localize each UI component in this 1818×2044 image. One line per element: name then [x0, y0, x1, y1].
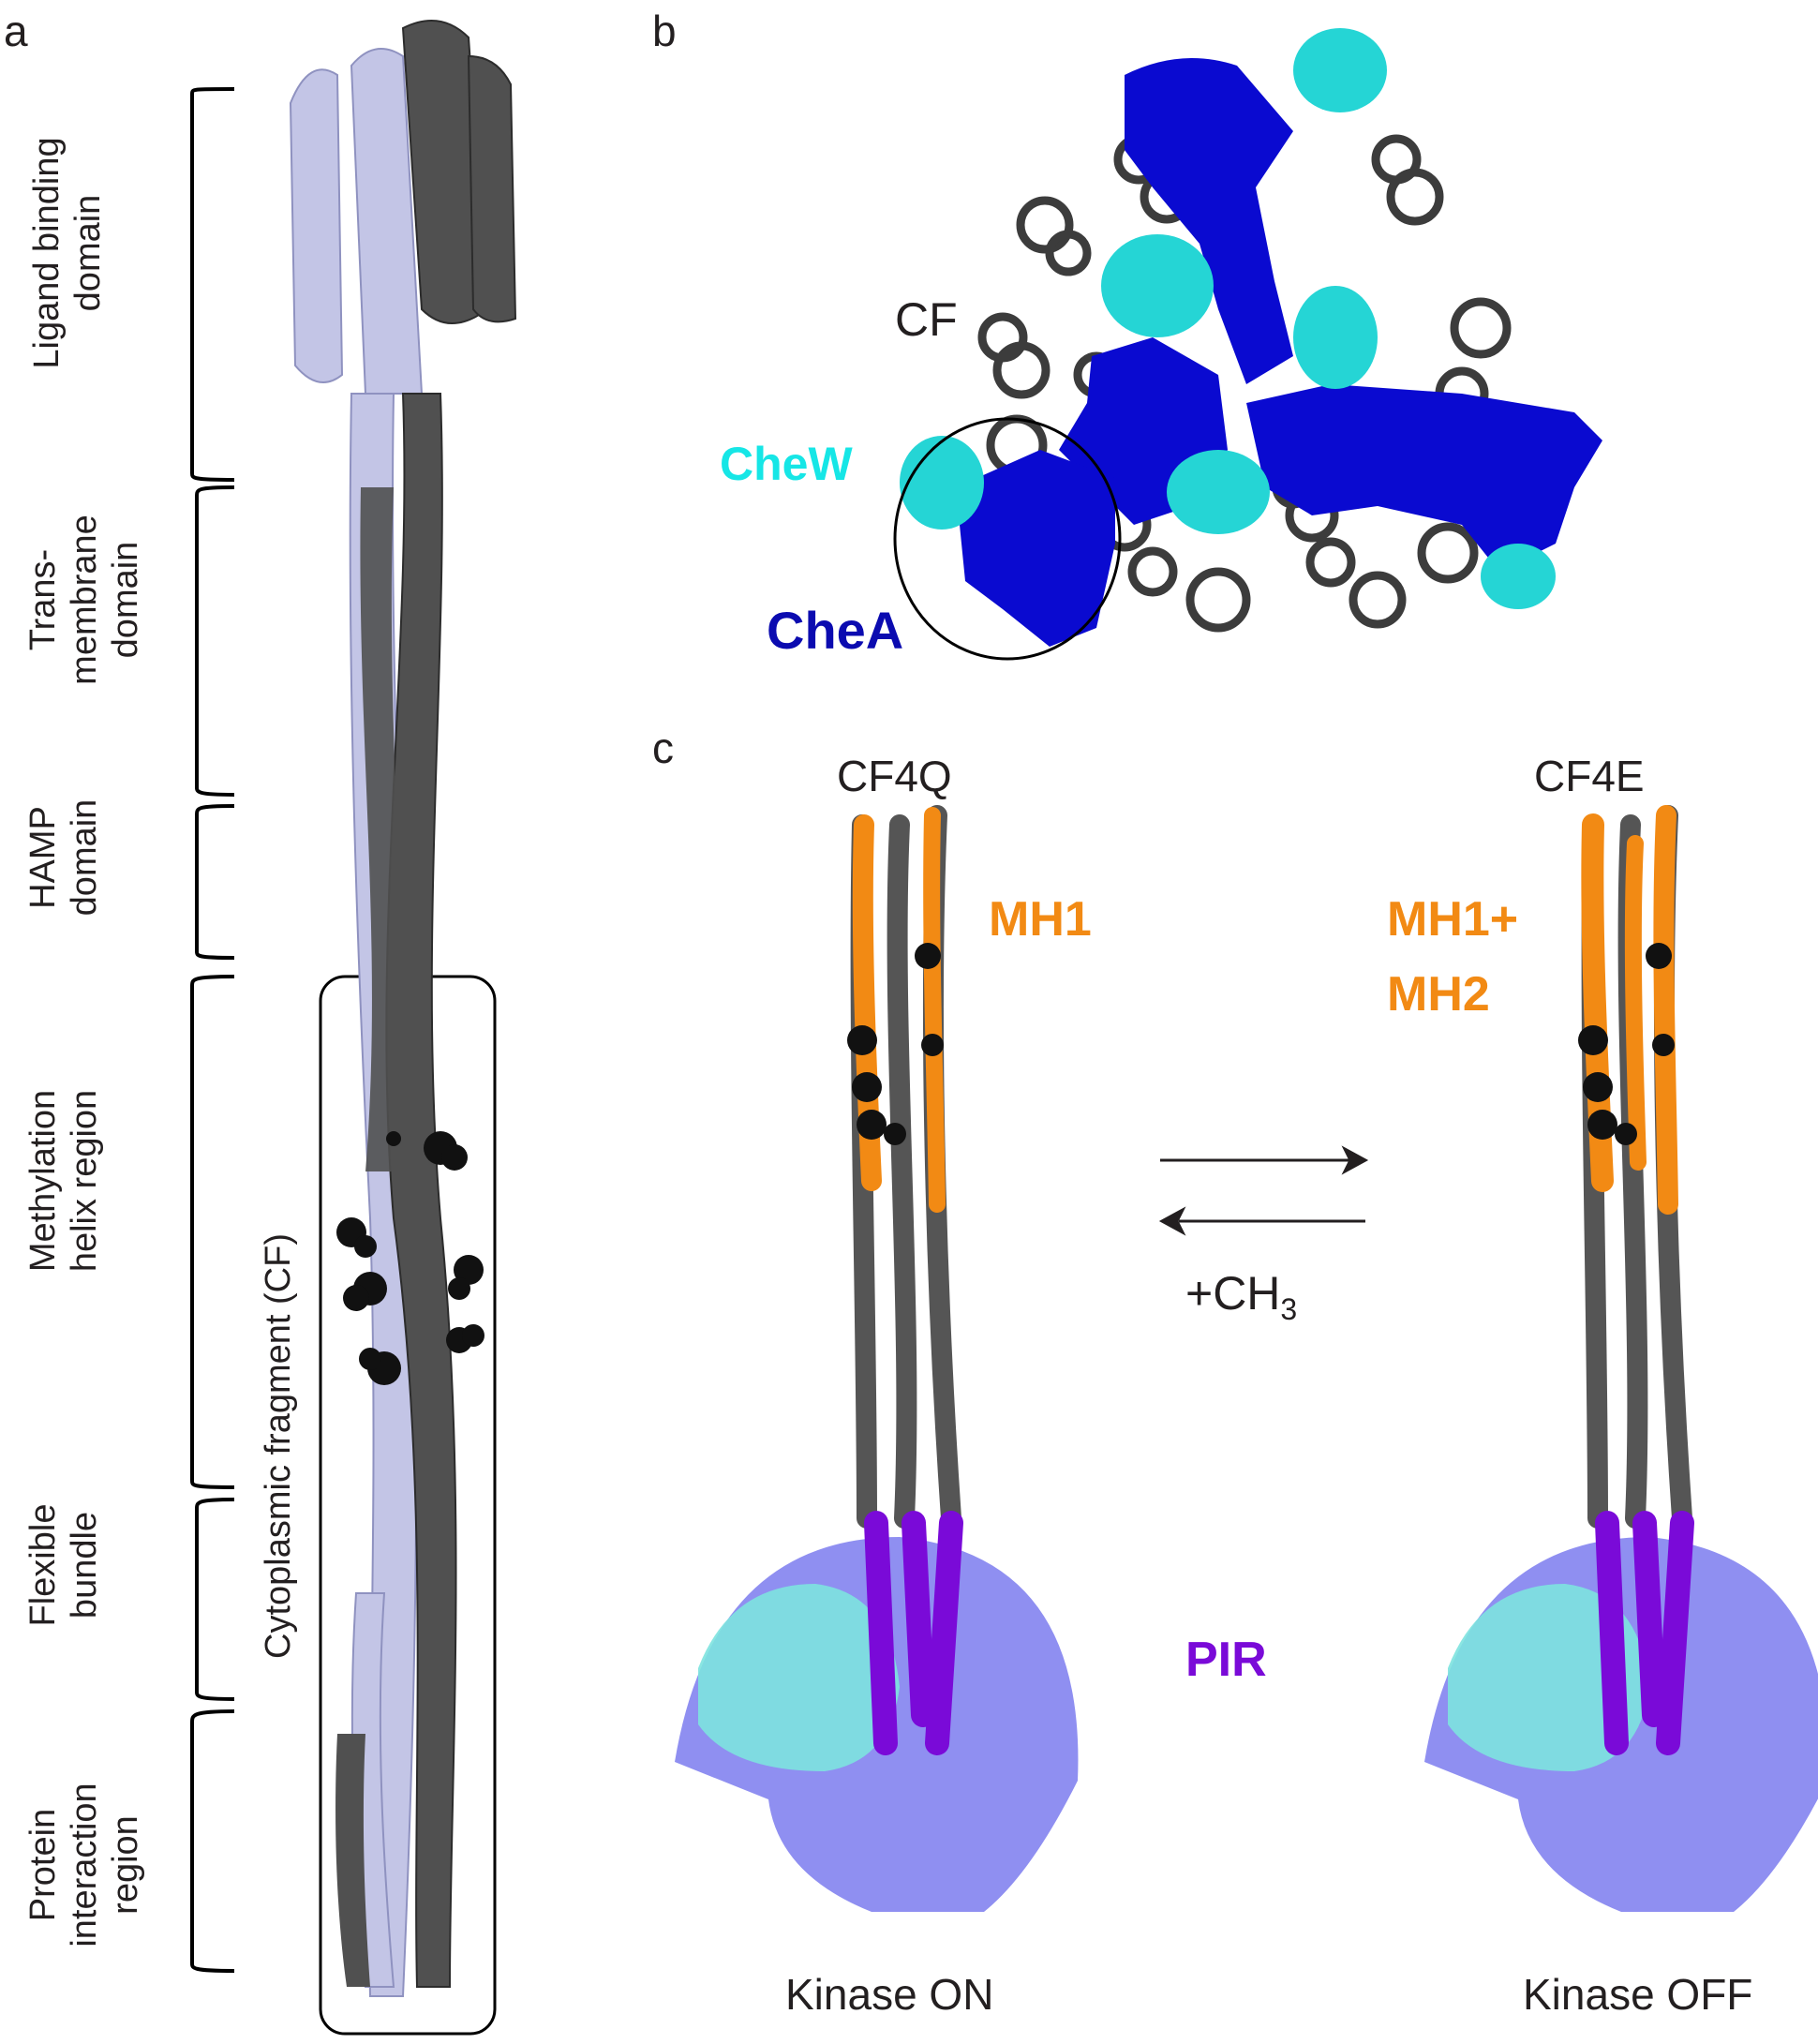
reverse-arrow-head [1158, 1206, 1186, 1236]
panel-a-letter: a [4, 7, 28, 55]
chew-label: CheW [720, 438, 853, 490]
chea-molecules [956, 58, 1602, 647]
forward-arrow-head [1341, 1145, 1369, 1175]
mh1-mh2-label-line2: MH2 [1387, 967, 1490, 1022]
chew-surface [698, 1584, 900, 1771]
cf4q-title: CF4Q [837, 752, 952, 800]
mh1-mh2-label-line1: MH1+ [1387, 892, 1519, 947]
mh-helix [1653, 805, 1678, 1215]
receptor-dimer-structure [289, 20, 517, 1997]
reaction-text: +CH [1185, 1267, 1281, 1320]
cf4e-structure [1424, 805, 1818, 1912]
panel-c-letter: c [652, 724, 674, 772]
chea-label: CheA [767, 601, 904, 660]
bracket-ligand-binding [190, 87, 235, 482]
pir-helix [1632, 1511, 1666, 1727]
mh1-helix [923, 807, 946, 1213]
highlight-circle [893, 417, 1122, 661]
methylation-sites [1578, 943, 1675, 1145]
reaction-arrows [1158, 1145, 1369, 1236]
reaction-subscript: 3 [1280, 1292, 1298, 1326]
chew-surface [1448, 1584, 1649, 1771]
kinase-on-label: Kinase ON [785, 1970, 994, 2019]
pir-helix [864, 1511, 898, 1755]
chew-molecules [900, 28, 1556, 609]
cf-label: CF [895, 293, 958, 346]
bracket-hamp [195, 804, 235, 960]
chemoreceptor-array [900, 28, 1602, 647]
bracket-flexible-bundle [195, 1498, 235, 1701]
bracket-transmembrane [195, 485, 235, 797]
panel-b-letter: b [652, 7, 677, 55]
domain-brackets [190, 87, 235, 1973]
kinase-off-label: Kinase OFF [1523, 1970, 1753, 2019]
cf4e-title: CF4E [1534, 752, 1645, 800]
pir-helix [1656, 1511, 1694, 1755]
methylation-sites [336, 1131, 484, 1385]
bracket-protein-interaction [190, 1709, 235, 1973]
pir-helix [925, 1511, 963, 1755]
mh1-label: MH1 [989, 892, 1092, 947]
mh-helix [1624, 835, 1647, 1171]
pir-label: PIR [1185, 1633, 1267, 1687]
methylation-sites [847, 943, 944, 1145]
bracket-methylation [190, 975, 235, 1489]
methylation-reaction-label: +CH3 [1185, 1270, 1297, 1324]
pir-helix [1595, 1511, 1629, 1755]
pir-helix [902, 1511, 935, 1727]
cf4q-structure [675, 805, 1079, 1912]
